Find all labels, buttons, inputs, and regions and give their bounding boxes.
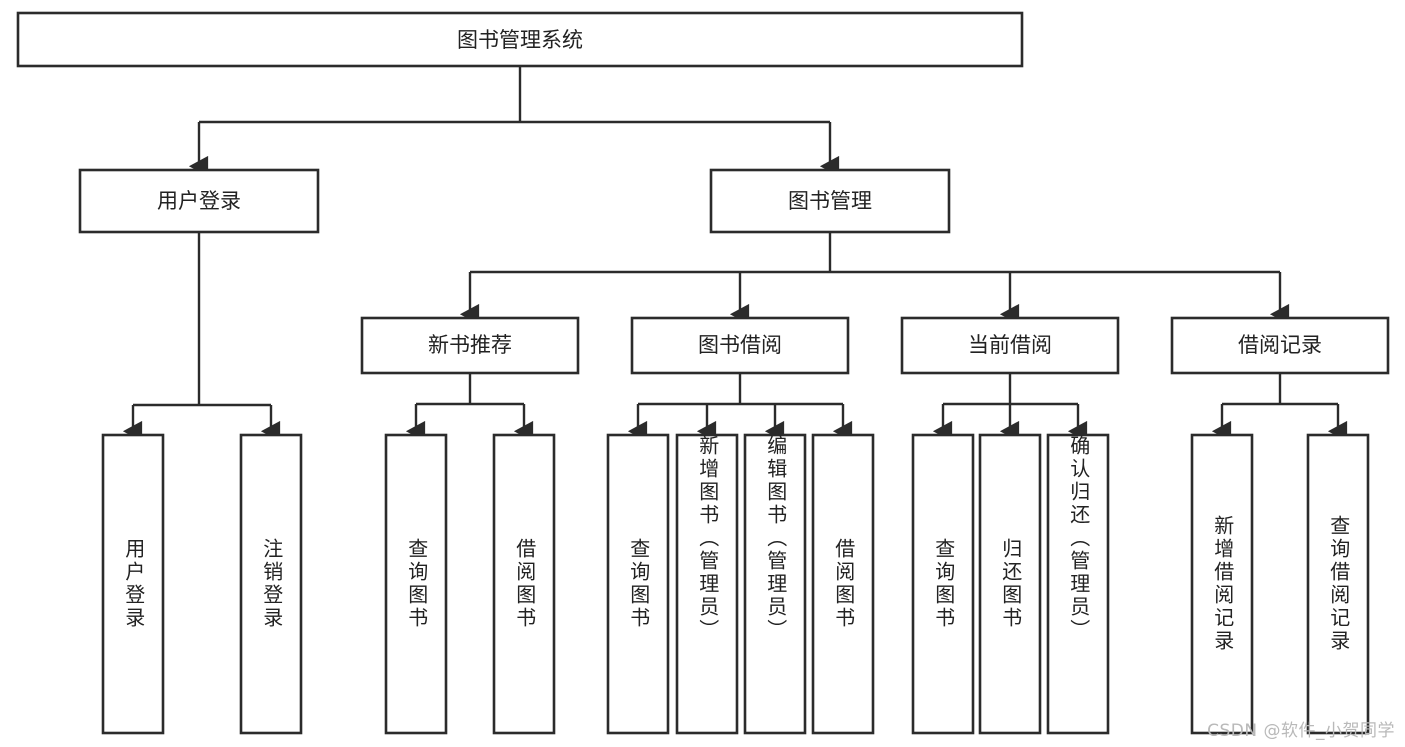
- node-book-borrow-label: 图书借阅: [698, 333, 782, 357]
- node-book-borrow[interactable]: [630, 316, 850, 375]
- leaf-box-user-login-2[interactable]: [239, 433, 303, 735]
- leaf-box-current-borrow-3[interactable]: [1046, 433, 1110, 735]
- leaf-box-borrow-record-2[interactable]: [1306, 433, 1370, 735]
- node-borrow-record-label: 借阅记录: [1238, 333, 1322, 357]
- node-borrow-record[interactable]: [1170, 316, 1390, 375]
- node-user-login-label: 用户登录: [157, 189, 241, 213]
- node-user-login[interactable]: [78, 168, 320, 234]
- leaf-box-book-borrow-3[interactable]: [743, 433, 807, 735]
- node-root[interactable]: [16, 11, 1024, 68]
- leaf-box-current-borrow-2[interactable]: [978, 433, 1042, 735]
- csdn-watermark: CSDN @软件_小贺同学: [1207, 721, 1395, 741]
- leaf-box-user-login-1[interactable]: [101, 433, 165, 735]
- node-book-management-label: 图书管理: [788, 189, 872, 213]
- leaf-box-current-borrow-1[interactable]: [911, 433, 975, 735]
- node-new-book-recommend-label: 新书推荐: [428, 333, 512, 357]
- leaf-box-new-book-2[interactable]: [492, 433, 556, 735]
- node-current-borrow[interactable]: [900, 316, 1120, 375]
- leaf-box-new-book-1[interactable]: [384, 433, 448, 735]
- leaf-box-book-borrow-1[interactable]: [606, 433, 670, 735]
- leaf-box-book-borrow-4[interactable]: [811, 433, 875, 735]
- node-root-label: 图书管理系统: [457, 28, 583, 52]
- leaf-box-borrow-record-1[interactable]: [1190, 433, 1254, 735]
- node-new-book-recommend[interactable]: [360, 316, 580, 375]
- leaf-box-book-borrow-2[interactable]: [675, 433, 739, 735]
- node-book-management[interactable]: [709, 168, 951, 234]
- node-current-borrow-label: 当前借阅: [968, 333, 1052, 357]
